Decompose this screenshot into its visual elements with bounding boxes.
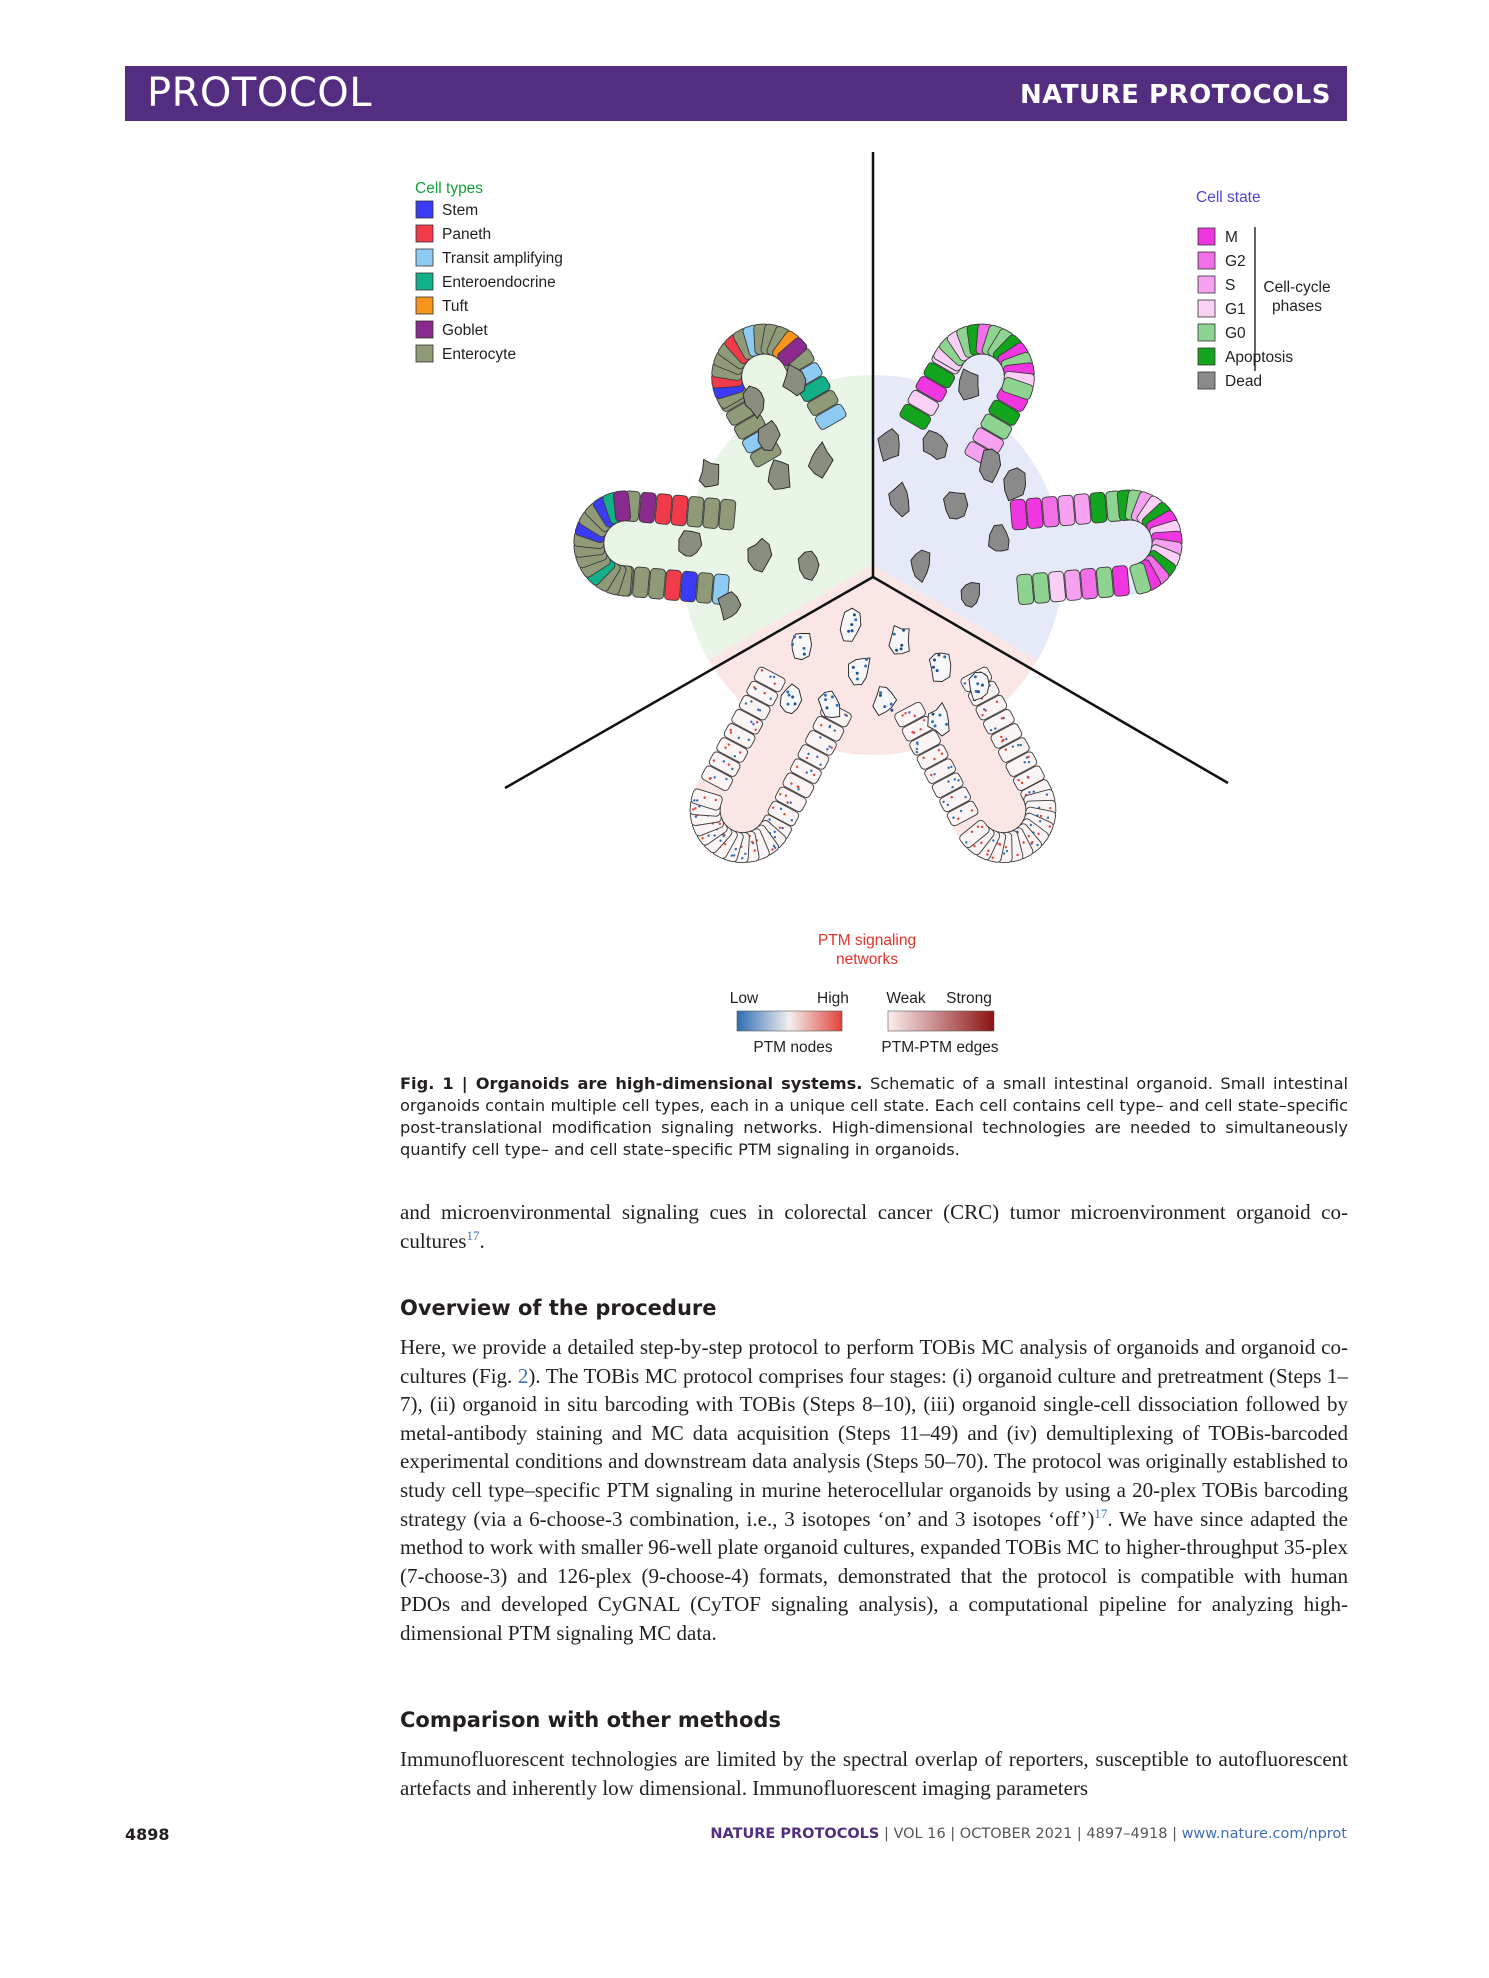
legend-swatch bbox=[1197, 227, 1216, 246]
ptm-nodes-label: PTM nodes bbox=[753, 1039, 833, 1056]
legend-swatch bbox=[415, 248, 434, 267]
legend-swatch bbox=[415, 344, 434, 363]
page-number: 4898 bbox=[125, 1825, 170, 1844]
legend-swatch bbox=[1197, 347, 1216, 366]
legend-label: G1 bbox=[1225, 301, 1246, 318]
legend-swatch bbox=[415, 224, 434, 243]
paragraph-overview: Here, we provide a detailed step-by-step… bbox=[400, 1333, 1348, 1648]
footer-details: | VOL 16 | OCTOBER 2021 | 4897–4918 | bbox=[879, 1826, 1182, 1842]
organoid-epithelium bbox=[573, 323, 1183, 864]
legend-swatch bbox=[1197, 275, 1216, 294]
heading-comparison: Comparison with other methods bbox=[400, 1708, 781, 1732]
legend-swatch bbox=[415, 296, 434, 315]
lumen-dead-cells bbox=[678, 363, 1027, 737]
cell-cycle-label: Cell-cycle bbox=[1263, 279, 1330, 296]
paragraph-intro-end: and microenvironmental signaling cues in… bbox=[400, 1198, 1348, 1255]
footer-url[interactable]: www.nature.com/nprot bbox=[1181, 1826, 1347, 1842]
page-footer: NATURE PROTOCOLS | VOL 16 | OCTOBER 2021… bbox=[710, 1826, 1347, 1842]
legend-label: Paneth bbox=[442, 226, 491, 243]
reference-17[interactable]: 17 bbox=[466, 1227, 480, 1243]
p1-text-a: Here, we provide a detailed step-by-step… bbox=[400, 1335, 1348, 1388]
heading-overview: Overview of the procedure bbox=[400, 1296, 717, 1320]
legend-swatch bbox=[1197, 299, 1216, 318]
edges-strong-label: Strong bbox=[946, 990, 992, 1007]
figure-2-link[interactable]: 2 bbox=[517, 1363, 529, 1388]
nodes-high-label: High bbox=[817, 990, 849, 1007]
ptm-title-2: networks bbox=[836, 951, 898, 968]
legend-label: Stem bbox=[442, 202, 478, 219]
ptm-title: PTM signaling bbox=[818, 932, 916, 949]
legend-label: G0 bbox=[1225, 325, 1246, 342]
cell-cycle-label-2: phases bbox=[1272, 298, 1322, 315]
nodes-low-label: Low bbox=[730, 990, 759, 1007]
legend-swatch bbox=[1197, 251, 1216, 270]
cell-types-title: Cell types bbox=[415, 180, 483, 197]
p1-text-b: ). The TOBis MC protocol comprises four … bbox=[400, 1363, 1348, 1531]
paragraph-comparison: Immunofluorescent technologies are limit… bbox=[400, 1747, 1348, 1800]
p1-text-c: . We have since adapted the method to wo… bbox=[400, 1506, 1349, 1645]
edges-weak-label: Weak bbox=[886, 990, 926, 1007]
legend-label: Dead bbox=[1225, 373, 1262, 390]
legend-label: G2 bbox=[1225, 253, 1246, 270]
legend-label: Tuft bbox=[442, 298, 469, 315]
p0-end: . bbox=[479, 1228, 485, 1253]
legend-swatch bbox=[1197, 323, 1216, 342]
ptm-nodes-colorbar bbox=[736, 1010, 843, 1032]
legend-label: Transit amplifying bbox=[442, 250, 563, 267]
legend-label: M bbox=[1225, 229, 1238, 246]
legend-label: Apoptosis bbox=[1225, 349, 1293, 366]
legend-label: Goblet bbox=[442, 322, 488, 339]
caption-text: Schematic of a small intestinal organoid… bbox=[400, 1074, 1348, 1159]
reference-17-b[interactable]: 17 bbox=[1094, 1505, 1108, 1521]
footer-brand: NATURE PROTOCOLS bbox=[710, 1826, 880, 1842]
p0-text: and microenvironmental signaling cues in… bbox=[400, 1200, 1348, 1253]
page-header: PROTOCOL NATURE PROTOCOLS bbox=[125, 66, 1347, 121]
legend-label: Enterocyte bbox=[442, 346, 516, 363]
legend-label: Enteroendocrine bbox=[442, 274, 556, 291]
legend-swatch bbox=[415, 200, 434, 219]
caption-label: Fig. 1 | Organoids are high-dimensional … bbox=[400, 1074, 863, 1093]
legend-swatch bbox=[415, 320, 434, 339]
figure-caption: Fig. 1 | Organoids are high-dimensional … bbox=[400, 1073, 1348, 1161]
legend-label: S bbox=[1225, 277, 1235, 294]
cell-state-title: Cell state bbox=[1196, 189, 1261, 206]
sector-dividers bbox=[504, 152, 1229, 790]
legend-swatch bbox=[1197, 371, 1216, 390]
legend-swatch bbox=[415, 272, 434, 291]
ptm-edges-colorbar bbox=[887, 1010, 995, 1032]
ptm-edges-label: PTM-PTM edges bbox=[881, 1039, 998, 1056]
journal-name: NATURE PROTOCOLS bbox=[1019, 80, 1331, 110]
section-label: PROTOCOL bbox=[147, 70, 373, 116]
